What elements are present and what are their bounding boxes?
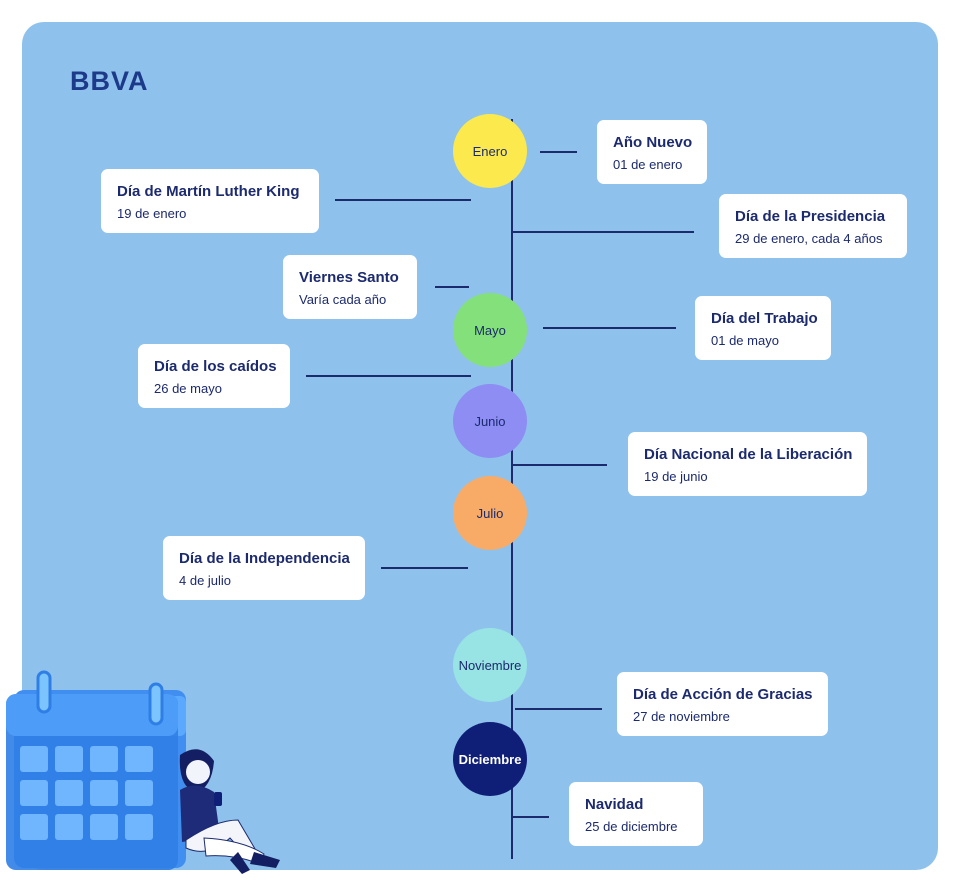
- holiday-title: Día de la Presidencia: [735, 208, 886, 225]
- month-julio: Julio: [453, 476, 527, 550]
- holiday-date: 19 de junio: [644, 469, 708, 484]
- holiday-title: Viernes Santo: [299, 269, 399, 286]
- person-figure: [179, 749, 280, 874]
- holiday-card-viernes-santo: Viernes Santo Varía cada año: [283, 255, 417, 319]
- connector-presidencia: [513, 231, 694, 233]
- holiday-title: Día de la Independencia: [179, 550, 350, 567]
- holiday-date: 4 de julio: [179, 573, 232, 588]
- holiday-date: 25 de diciembre: [585, 819, 678, 834]
- holiday-card-mlk: Día de Martín Luther King 19 de enero: [101, 169, 319, 233]
- holiday-card-accion-gracias: Día de Acción de Gracias 27 de noviembre: [617, 672, 828, 736]
- holiday-date: 26 de mayo: [154, 381, 222, 396]
- holiday-card-navidad: Navidad 25 de diciembre: [569, 782, 703, 846]
- holiday-title: Día de los caídos: [154, 358, 277, 375]
- holiday-date: Varía cada año: [299, 292, 387, 307]
- month-label: Diciembre: [458, 751, 522, 767]
- holiday-card-liberacion: Día Nacional de la Liberación 19 de juni…: [628, 432, 867, 496]
- month-label: Mayo: [474, 322, 506, 338]
- holiday-card-caidos: Día de los caídos 26 de mayo: [138, 344, 290, 408]
- bbva-logo: BBVA: [70, 66, 149, 96]
- month-label: Junio: [474, 413, 506, 429]
- holiday-card-ano-nuevo: Año Nuevo 01 de enero: [597, 120, 707, 184]
- holiday-date: 01 de enero: [613, 157, 683, 172]
- holiday-title: Navidad: [585, 796, 644, 813]
- holiday-title: Día Nacional de la Liberación: [644, 446, 853, 463]
- holiday-card-independencia: Día de la Independencia 4 de julio: [163, 536, 365, 600]
- holiday-card-trabajo: Día del Trabajo 01 de mayo: [695, 296, 831, 360]
- holiday-title: Año Nuevo: [613, 134, 693, 151]
- holiday-title: Día del Trabajo: [711, 310, 818, 327]
- month-noviembre: Noviembre: [453, 628, 527, 702]
- connector-navidad: [513, 816, 549, 818]
- month-label: Julio: [476, 505, 504, 521]
- month-enero: Enero: [453, 114, 527, 188]
- holiday-date: 29 de enero, cada 4 años: [735, 231, 883, 246]
- connector-independencia: [381, 567, 468, 569]
- connector-ano-nuevo: [540, 151, 577, 153]
- holiday-title: Día de Acción de Gracias: [633, 686, 813, 703]
- connector-trabajo: [543, 327, 676, 329]
- connector-caidos: [306, 375, 471, 377]
- connector-liberacion: [513, 464, 607, 466]
- holiday-card-presidencia: Día de la Presidencia 29 de enero, cada …: [719, 194, 907, 258]
- month-label: Enero: [472, 143, 508, 159]
- month-junio: Junio: [453, 384, 527, 458]
- month-label: Noviembre: [458, 657, 522, 673]
- holiday-date: 19 de enero: [117, 206, 187, 221]
- calendar-icon: [6, 670, 186, 870]
- holiday-date: 01 de mayo: [711, 333, 779, 348]
- calendar-person-illustration: [6, 670, 280, 874]
- holiday-date: 27 de noviembre: [633, 709, 730, 724]
- month-mayo: Mayo: [453, 293, 527, 367]
- holiday-title: Día de Martín Luther King: [117, 183, 300, 200]
- connector-accion-gracias: [515, 708, 602, 710]
- connector-viernes-santo: [435, 286, 469, 288]
- month-diciembre: Diciembre: [453, 722, 527, 796]
- connector-mlk: [335, 199, 471, 201]
